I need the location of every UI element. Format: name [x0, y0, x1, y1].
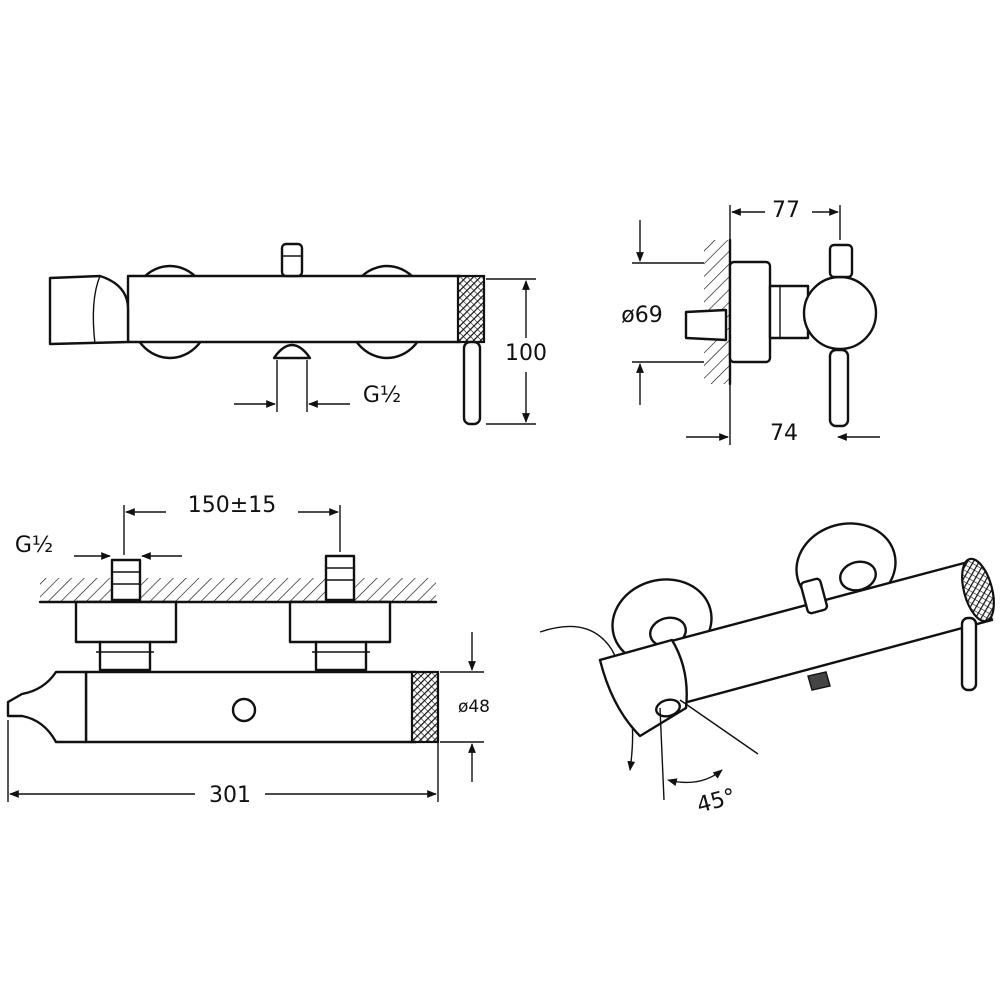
front-inlet-label: G½ — [15, 533, 53, 558]
front-view: 150±15 G½ ø48 301 — [6, 493, 490, 808]
iso-view: 45° — [539, 522, 995, 819]
iso-angle-label: 45° — [694, 784, 738, 818]
top-lever — [462, 340, 482, 426]
iso-lever — [960, 616, 978, 692]
front-body-diameter-label: ø48 — [458, 697, 490, 717]
front-inlet-left — [110, 558, 142, 602]
iso-outlet — [807, 671, 831, 691]
front-flange-right — [288, 600, 392, 644]
side-view: 77 ø69 74 — [621, 198, 880, 446]
side-connector — [768, 284, 810, 340]
front-flange-left — [74, 600, 178, 644]
side-lever — [828, 348, 850, 428]
iso-spout — [598, 638, 688, 738]
top-spout — [48, 274, 130, 346]
front-wall-hatch — [40, 578, 436, 602]
front-centers-label: 150±15 — [188, 493, 276, 518]
front-spout — [6, 670, 88, 744]
side-body-circle — [802, 275, 878, 351]
top-knurled-handle — [456, 274, 486, 344]
front-inlet-right — [324, 554, 356, 602]
side-depth-label: 77 — [772, 198, 800, 223]
front-length-label: 301 — [209, 783, 251, 808]
front-knurled-handle — [410, 670, 440, 744]
top-height-label: 100 — [505, 341, 547, 366]
front-outlet-hole — [231, 697, 257, 723]
iso-rotation-arrow — [539, 625, 636, 771]
side-inlet-pipe — [684, 308, 728, 342]
iso-diverter-knob — [799, 577, 829, 615]
top-diverter-knob — [280, 242, 304, 278]
side-knob — [828, 243, 854, 279]
top-inlet-label: G½ — [363, 383, 401, 408]
side-spacing-label: 74 — [770, 421, 798, 446]
top-outlet — [272, 343, 312, 360]
top-body — [126, 274, 462, 344]
iso-knurled-handle — [961, 557, 995, 623]
side-flange — [728, 260, 772, 364]
top-view: G½ 100 — [48, 242, 547, 426]
side-diameter-label: ø69 — [621, 303, 662, 328]
